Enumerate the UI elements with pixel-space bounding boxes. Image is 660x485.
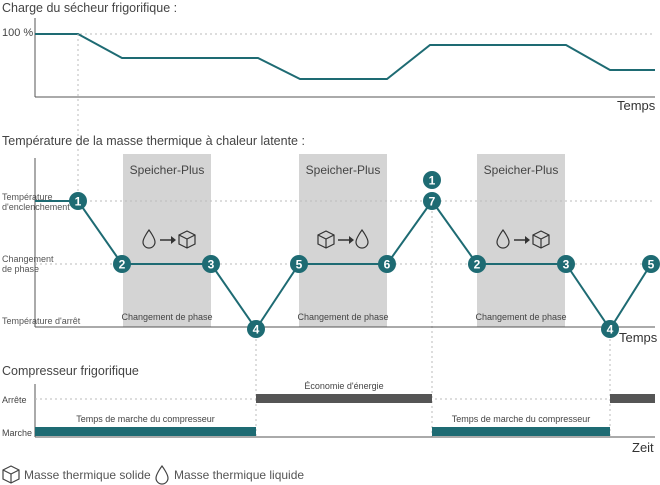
phase-caption-2: Changement de phase [297, 312, 389, 322]
legend-solid-label: Masse thermique solide [24, 468, 151, 482]
compressor-x-label: Zeit [632, 440, 654, 455]
node-2: 2 [113, 255, 131, 273]
temp-title: Température de la masse thermique à chal… [2, 134, 305, 148]
run-bar-2 [432, 427, 610, 436]
compressor-on-label: Marche [2, 428, 33, 438]
node-3: 3 [202, 255, 220, 273]
node-6: 6 [378, 255, 396, 273]
svg-text:6: 6 [384, 258, 391, 272]
node-1-marker: 1 [423, 171, 441, 189]
svg-text:1: 1 [429, 174, 436, 188]
legend-droplet-icon [155, 464, 169, 485]
load-curve [35, 33, 655, 80]
temp-curve [35, 199, 652, 331]
node-5b: 5 [642, 255, 660, 273]
node-1: 1 [69, 192, 87, 210]
speicher-title-3: Speicher-Plus [483, 163, 559, 177]
svg-text:4: 4 [607, 323, 614, 337]
solid-to-liquid-icon-2 [496, 228, 550, 249]
temp-phase-label: Changement de phase [2, 254, 54, 274]
run-bar-1 [35, 427, 256, 436]
node-2b: 2 [468, 255, 486, 273]
svg-text:3: 3 [208, 258, 215, 272]
node-4b: 4 [601, 320, 619, 338]
droplet-icon [496, 228, 510, 249]
svg-text:5: 5 [648, 258, 655, 272]
off-bar-2 [610, 394, 655, 403]
load-x-label: Temps [617, 98, 656, 113]
compressor-off-label: Arrête [2, 395, 27, 405]
liquid-to-solid-icon [317, 228, 369, 249]
run-time-label-1: Temps de marche du compresseur [76, 414, 215, 424]
load-title: Charge du sécheur frigorifique : [2, 1, 178, 15]
temp-on-label: Température d'enclenchement [2, 192, 70, 212]
temp-x-label: Temps [619, 330, 658, 345]
speicher-title-2: Speicher-Plus [305, 163, 381, 177]
compressor-title: Compresseur frigorifique [2, 364, 139, 378]
speicher-title-1: Speicher-Plus [129, 163, 205, 177]
svg-text:2: 2 [474, 258, 481, 272]
node-3b: 3 [557, 255, 575, 273]
droplet-icon [142, 228, 156, 249]
node-5: 5 [290, 255, 308, 273]
cube-icon [317, 230, 335, 249]
temp-off-label: Température d'arrêt [2, 316, 81, 326]
off-bar-1 [256, 394, 432, 403]
legend-liquid-label: Masse thermique liquide [174, 468, 305, 482]
energy-saving-label: Économie d'énergie [304, 381, 384, 391]
node-7: 7 [423, 192, 441, 210]
svg-text:5: 5 [296, 258, 303, 272]
svg-text:7: 7 [429, 195, 436, 209]
cube-icon [178, 230, 196, 249]
svg-text:2: 2 [119, 258, 126, 272]
load-100-label: 100 % [2, 27, 34, 39]
phase-caption-3: Changement de phase [475, 312, 567, 322]
svg-text:4: 4 [253, 323, 260, 337]
node-4: 4 [247, 320, 265, 338]
legend-cube-icon [2, 465, 20, 484]
svg-text:3: 3 [563, 258, 570, 272]
cube-icon [532, 230, 550, 249]
svg-text:1: 1 [75, 195, 82, 209]
phase-caption-1: Changement de phase [121, 312, 213, 322]
run-time-label-2: Temps de marche du compresseur [451, 414, 591, 424]
solid-to-liquid-icon-1 [142, 228, 196, 249]
droplet-icon [355, 228, 369, 249]
